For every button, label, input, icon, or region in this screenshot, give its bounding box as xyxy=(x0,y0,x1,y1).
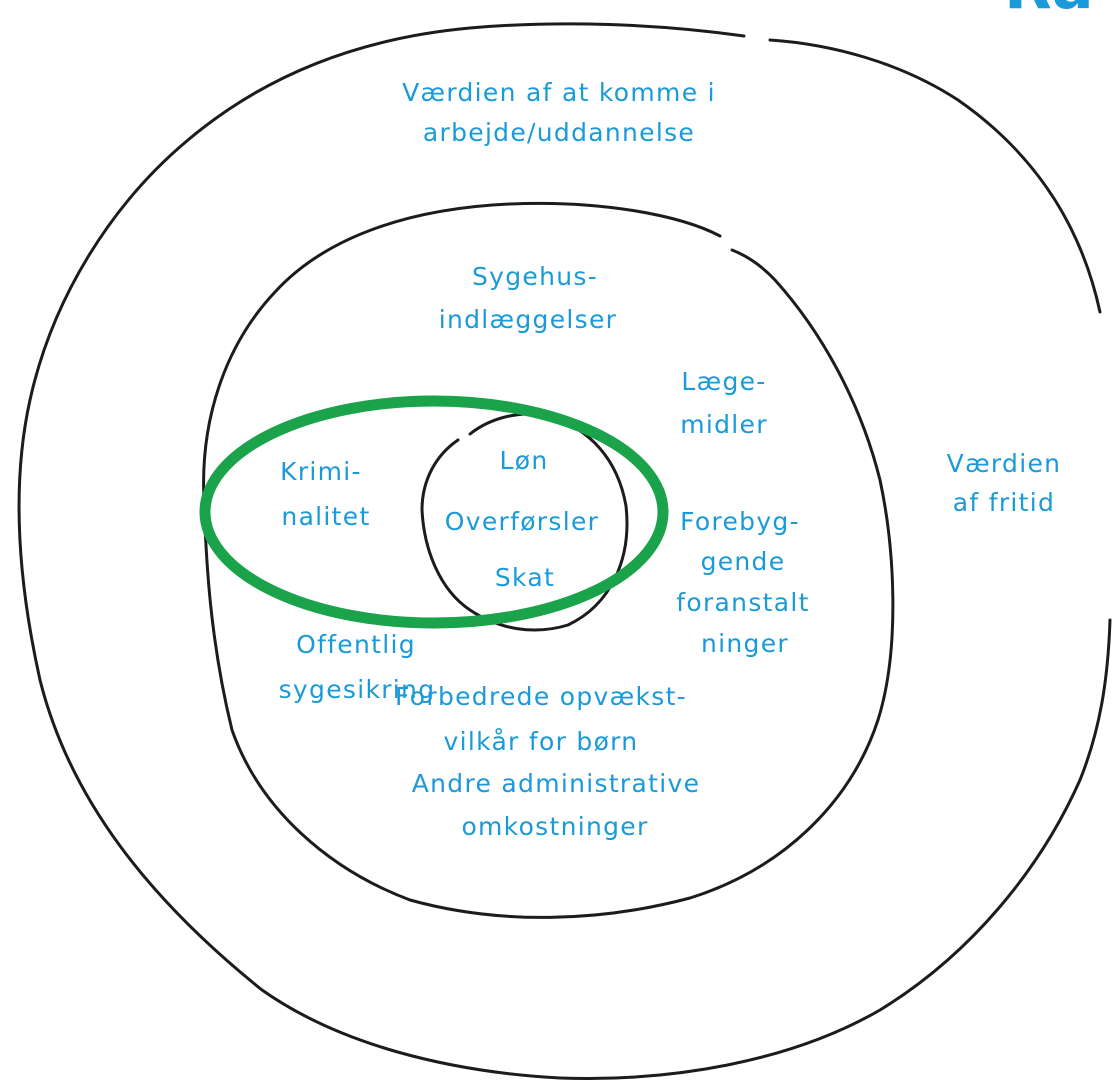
middle-ring-admin-label: Andre administrative omkostninger xyxy=(412,769,701,841)
outer-bottom-line-1: Forbedrede opvækst- xyxy=(395,682,687,711)
highlight-ellipse xyxy=(199,395,669,629)
inner-line-transfers: Overførsler xyxy=(445,507,599,536)
outer-right-line-1: Værdien xyxy=(947,449,1062,478)
outer-ring xyxy=(17,22,1112,1080)
middle-ring-medicine-label: Læge- midler xyxy=(680,367,768,439)
admin-line-2: omkostninger xyxy=(461,812,648,841)
inner-line-tax: Skat xyxy=(495,563,555,592)
middle-ring xyxy=(202,201,895,919)
inner-line-salary: Løn xyxy=(500,446,549,475)
admin-line-1: Andre administrative xyxy=(412,769,701,798)
outer-top-line-2: arbejde/uddannelse xyxy=(423,118,695,147)
prevention-line-2: gende xyxy=(701,547,786,576)
prevention-line-4: ninger xyxy=(701,629,789,658)
health-insurance-line-2: sygesikring xyxy=(279,675,436,704)
outer-bottom-line-2: vilkår for børn xyxy=(444,727,639,756)
outer-right-line-2: af fritid xyxy=(953,488,1055,517)
hospital-line-2: indlæggelser xyxy=(439,305,618,334)
middle-ring-prevention-label: Forebyg- gende foranstalt ninger xyxy=(676,507,809,658)
outer-top-line-1: Værdien af at komme i xyxy=(402,78,716,107)
hospital-line-1: Sygehus- xyxy=(472,262,598,291)
prevention-line-1: Forebyg- xyxy=(680,507,800,536)
inner-ring-label: Løn Overførsler Skat xyxy=(445,446,599,592)
outer-ring-bottom-label: Forbedrede opvækst- vilkår for børn xyxy=(395,682,687,756)
crime-line-1: Krimi- xyxy=(280,457,362,486)
medicine-line-1: Læge- xyxy=(681,367,766,396)
outer-ring-right-label: Værdien af fritid xyxy=(947,449,1062,517)
crime-line-2: nalitet xyxy=(281,502,370,531)
middle-ring-health-insurance-label: Offentlig sygesikring xyxy=(279,630,436,704)
corner-logo-text: Ra xyxy=(1004,0,1094,23)
middle-ring-hospital-label: Sygehus- indlæggelser xyxy=(439,262,618,334)
health-insurance-line-1: Offentlig xyxy=(296,630,416,659)
middle-ring-crime-label: Krimi- nalitet xyxy=(280,457,370,531)
prevention-line-3: foranstalt xyxy=(676,588,809,617)
medicine-line-2: midler xyxy=(680,410,768,439)
outer-ring-top-label: Værdien af at komme i arbejde/uddannelse xyxy=(402,78,716,147)
